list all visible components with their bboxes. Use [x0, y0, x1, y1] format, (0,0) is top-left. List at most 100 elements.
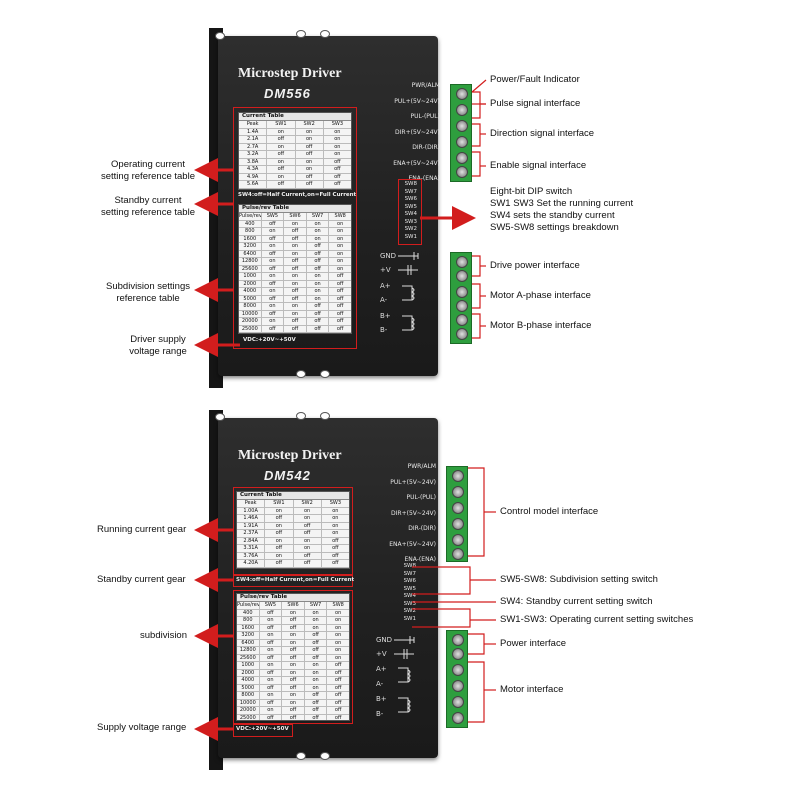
terminal-screw[interactable] — [452, 534, 464, 546]
terminal-screw[interactable] — [456, 328, 468, 340]
table-cell: Pulse/rev — [239, 213, 262, 220]
callout-top-supply: Driver supply voltage range — [129, 334, 187, 357]
table-cell: on — [305, 662, 328, 669]
terminal-screw[interactable] — [452, 680, 464, 692]
terminal-screw[interactable] — [452, 664, 464, 676]
power-label: B- — [376, 710, 384, 718]
terminal-screw[interactable] — [452, 518, 464, 530]
callout-bottom-running: Running current gear — [97, 524, 187, 535]
table-cell: off — [267, 181, 296, 188]
terminal-screw[interactable] — [456, 152, 468, 164]
table-cell: off — [334, 669, 342, 676]
table-cell: 5.6A — [239, 181, 268, 188]
terminal-screw[interactable] — [456, 314, 468, 326]
table-cell: on — [284, 243, 307, 250]
terminal-screw[interactable] — [452, 470, 464, 482]
table-cell: off — [262, 310, 285, 317]
dip-switch-label: SW8 — [404, 181, 417, 187]
power-label: B+ — [380, 312, 391, 320]
terminal-screw[interactable] — [456, 270, 468, 282]
terminal-screw[interactable] — [456, 104, 468, 116]
table-cell: on — [337, 243, 344, 249]
table-cell: 12800 — [239, 258, 262, 265]
table-cell: on — [305, 609, 328, 616]
terminal-screw[interactable] — [452, 486, 464, 498]
table-cell: on — [262, 318, 285, 325]
table-cell: 3200 — [237, 632, 260, 639]
bottom-vdc-note: VDC:+20V~+50V — [236, 726, 289, 732]
table-cell: off — [284, 295, 307, 302]
table-cell: off — [282, 707, 305, 714]
table-cell: 5000 — [237, 684, 260, 691]
table-cell: off — [296, 143, 324, 150]
table-cell: 1.46A — [237, 515, 266, 522]
bottom-standby-highlight — [233, 575, 353, 587]
table-cell: off — [284, 228, 307, 235]
table-cell: off — [305, 654, 328, 661]
bottom-standby-note: SW4:off=Half Current,on=Full Current — [236, 577, 355, 583]
callout-top-direction: Direction signal interface — [490, 128, 595, 139]
table-cell: on — [282, 662, 305, 669]
table-cell: SW8 — [332, 602, 344, 608]
table-cell: on — [305, 677, 328, 684]
callout-bottom-standby: Standby current gear — [97, 574, 186, 585]
table-cell: off — [334, 714, 342, 721]
table-cell: off — [336, 303, 344, 309]
table-cell: off — [305, 699, 328, 706]
table-cell: 2000 — [239, 280, 262, 287]
terminal-screw[interactable] — [456, 286, 468, 298]
table-cell: 4000 — [239, 288, 262, 295]
table-cell: off — [260, 654, 283, 661]
table-cell: off — [267, 136, 296, 143]
callout-top-power-fault: Power/Fault Indicator — [490, 74, 580, 85]
callout-top-operating: Operating current setting reference tabl… — [100, 159, 195, 182]
table-cell: SW5 — [260, 602, 283, 609]
panel-signal-label: ENA+(5V~24V) — [389, 540, 436, 548]
table-cell: off — [305, 707, 328, 714]
table-cell: on — [337, 235, 344, 242]
panel-signal-label: ENA-(ENA) — [408, 175, 440, 182]
table-cell: off — [305, 714, 328, 720]
terminal-screw[interactable] — [452, 502, 464, 514]
table-cell: on — [294, 537, 322, 544]
table-cell: off — [284, 288, 307, 295]
callout-bottom-motor: Motor interface — [500, 684, 564, 695]
terminal-screw[interactable] — [456, 256, 468, 268]
terminal-screw[interactable] — [456, 136, 468, 148]
table-cell: on — [332, 507, 339, 514]
terminal-screw[interactable] — [456, 300, 468, 312]
terminal-screw[interactable] — [452, 696, 464, 708]
table-cell: on — [284, 220, 307, 227]
terminal-screw[interactable] — [452, 712, 464, 724]
terminal-screw[interactable] — [456, 166, 468, 178]
table-cell: off — [282, 684, 305, 691]
panel-signal-label: PUL-(PUL) — [410, 113, 440, 120]
table-cell: on — [262, 243, 285, 250]
table-cell: off — [305, 692, 328, 699]
terminal-screw[interactable] — [452, 548, 464, 560]
terminal-screw[interactable] — [456, 120, 468, 132]
terminal-screw[interactable] — [456, 88, 468, 100]
table-caption: Pulse/rev Table — [239, 205, 351, 213]
table-cell: off — [336, 325, 344, 332]
table-cell: Pulse/rev — [237, 602, 260, 609]
table-cell: SW8 — [334, 213, 346, 219]
power-label: GND — [380, 252, 397, 260]
terminal-screw[interactable] — [452, 648, 464, 660]
table-cell: on — [294, 507, 322, 514]
table-cell: on — [305, 669, 328, 676]
bracket-bottom-control — [468, 467, 485, 557]
terminal-screw[interactable] — [452, 634, 464, 646]
